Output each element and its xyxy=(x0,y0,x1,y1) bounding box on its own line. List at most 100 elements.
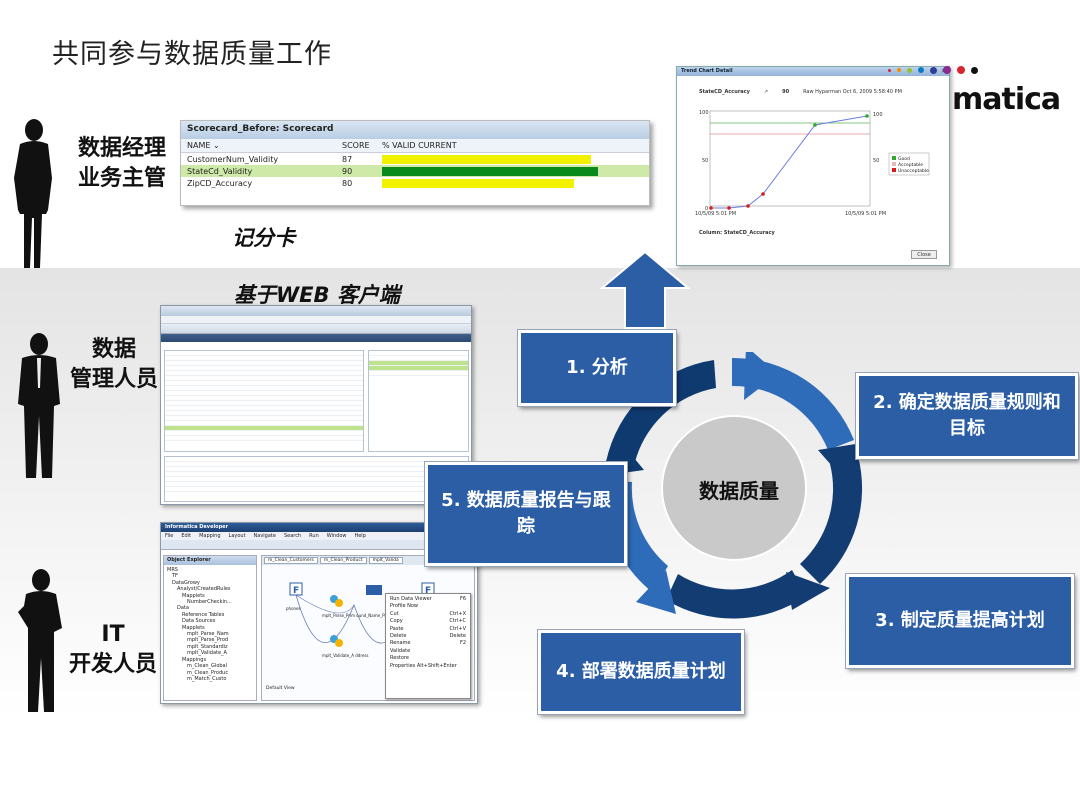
legend-swatch-unacceptable xyxy=(892,168,896,172)
menu-help[interactable]: Help xyxy=(354,533,366,539)
app-header xyxy=(161,334,471,342)
menu-item-shortcut: Ctrl+C xyxy=(449,618,466,625)
valid-bar xyxy=(382,178,574,188)
menu-item-shortcut: F2 xyxy=(459,640,466,647)
legend-swatch-acceptable xyxy=(892,162,896,166)
browser-toolbar xyxy=(161,324,471,334)
profile-grid-pane xyxy=(164,350,364,452)
logo-dot xyxy=(897,68,901,72)
menu-search[interactable]: Search xyxy=(283,533,302,539)
trend-score: 90 xyxy=(782,89,790,95)
developer-toolbar xyxy=(161,540,477,550)
tree-item[interactable]: Reference Tables xyxy=(182,611,225,618)
cycle-arrow-segment xyxy=(800,456,863,584)
menu-file[interactable]: File xyxy=(165,533,174,539)
role-line: 管理人员 xyxy=(69,367,158,392)
trend-point xyxy=(746,204,750,208)
trend-chart: 100 50 0 100 50 10/5/09 5:01 PM 10/5/09 … xyxy=(695,110,930,217)
tab-m-clean-customers[interactable]: m_Clean_Customers xyxy=(264,557,318,564)
valid-bar-track xyxy=(382,154,622,164)
menu-layout[interactable]: Layout xyxy=(228,533,246,539)
metric-name: StateCd_Validity xyxy=(187,166,253,176)
node-label: mplt_Validate_A ddress xyxy=(322,653,369,658)
businessman-silhouette-icon xyxy=(18,333,60,478)
logo-dot xyxy=(930,66,937,74)
column-header-valid[interactable]: % VALID CURRENT xyxy=(382,141,457,150)
menu-item-label: Properties Alt+Shift+Enter xyxy=(390,662,457,669)
menu-navigate[interactable]: Navigate xyxy=(253,533,276,539)
up-arrow-icon xyxy=(600,250,690,329)
tree-item[interactable]: NumberCheckin... xyxy=(187,599,232,606)
selected-node-icon[interactable] xyxy=(366,585,382,595)
context-menu-item[interactable]: Profile Now xyxy=(390,603,466,610)
column-header-score[interactable]: SCORE xyxy=(342,141,370,150)
tab-m-clean-product[interactable]: m_Clean_Product xyxy=(319,557,367,564)
menu-item-label: Paste xyxy=(390,625,404,632)
column-header-name[interactable]: NAME ⌄ xyxy=(187,141,220,150)
developer-titlebar: Informatica Developer xyxy=(161,523,477,532)
trend-point xyxy=(813,123,817,127)
metric-score: 87 xyxy=(342,154,353,164)
context-menu-item[interactable]: Validate xyxy=(390,648,466,655)
tree-item[interactable]: m_Match_Custo xyxy=(187,675,227,682)
tree-item[interactable]: MRS xyxy=(167,567,178,573)
legend-label: Unacceptable xyxy=(898,168,929,174)
tree-item[interactable]: Mapplets xyxy=(182,624,205,631)
web-client-screenshot xyxy=(160,305,472,505)
x-tick: 10/5/09 5:01 PM xyxy=(695,211,736,217)
scorecard-header-row: NAME ⌄ SCORE % VALID CURRENT xyxy=(181,139,649,153)
trend-column-label: Column: StateCD_Accuracy xyxy=(699,230,775,236)
tree-item[interactable]: m_Clean_Global xyxy=(187,663,228,670)
context-menu-item[interactable]: Properties Alt+Shift+Enter xyxy=(390,663,466,670)
trend-info-row: StateCD_Accuracy ↗ 90 Raw Hyparman Oct 6… xyxy=(699,89,902,95)
tree-item[interactable]: Mapplets xyxy=(182,592,205,599)
logo-dot xyxy=(957,66,965,74)
y-tick-right: 50 xyxy=(873,158,879,164)
cycle-arrows-diagram xyxy=(600,352,868,619)
value-frequency-pane xyxy=(368,350,469,452)
source-node-icon[interactable] xyxy=(289,582,303,596)
tree-item[interactable]: Data xyxy=(177,605,189,612)
tree-item[interactable]: mplt_Validate_A xyxy=(187,650,227,657)
close-button[interactable]: Close xyxy=(911,250,937,259)
menu-item-label: Validate xyxy=(390,647,411,654)
menu-edit[interactable]: Edit xyxy=(181,533,192,539)
canvas-view-tab[interactable]: Default View xyxy=(266,685,295,691)
tree-item[interactable]: DataGrowy xyxy=(172,579,200,586)
transform-node-icon[interactable] xyxy=(335,639,343,647)
tree-item[interactable]: TF xyxy=(172,573,178,580)
tree-item[interactable]: m_Clean_Produc xyxy=(187,669,229,676)
tree-item[interactable]: Data Sources xyxy=(182,618,216,625)
browser-menubar xyxy=(161,316,471,324)
trend-direction-icon: ↗ xyxy=(763,89,769,95)
tree-item[interactable]: mplt_Standardiz xyxy=(187,643,228,650)
logo-dot xyxy=(888,68,891,72)
tree-item[interactable]: Mappings xyxy=(182,656,207,663)
tree-item[interactable]: mplt_Parse_Nam xyxy=(187,631,229,638)
menu-mapping[interactable]: Mapping xyxy=(199,533,221,539)
transform-node-icon[interactable] xyxy=(335,599,343,607)
menu-window[interactable]: Window xyxy=(326,533,347,539)
cycle-arrowhead xyxy=(818,442,868,482)
tab-mplt-valida[interactable]: mplt_Valida xyxy=(368,557,403,564)
object-explorer-title: Object Explorer xyxy=(164,556,256,565)
developer-tool-screenshot: Informatica Developer File Edit Mapping … xyxy=(160,522,478,704)
role-label-data-steward: 数据 管理人员 xyxy=(62,335,166,395)
tree-item[interactable]: mplt_Parse_Prod xyxy=(187,637,229,644)
context-menu-item[interactable]: Restore xyxy=(390,655,466,662)
legend-box xyxy=(888,152,930,176)
logo-dots xyxy=(888,66,978,74)
tree-item[interactable]: Analyst/CreatedRules xyxy=(177,586,231,593)
role-line: 业务主管 xyxy=(77,166,166,191)
menu-run[interactable]: Run xyxy=(309,533,319,539)
